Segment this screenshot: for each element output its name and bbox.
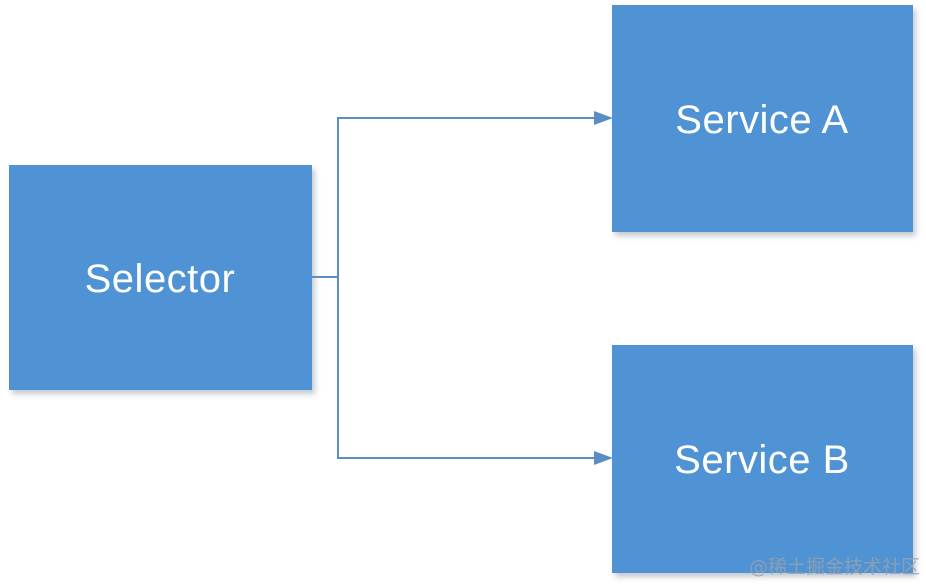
arrowhead-service-b-icon <box>594 451 613 465</box>
arrowhead-service-a-icon <box>594 111 613 125</box>
service-b-node-label: Service B <box>674 438 850 482</box>
watermark: @稀土掘金技术社区 <box>749 556 920 578</box>
selector-node-label: Selector <box>85 257 236 301</box>
service-b-node <box>612 345 913 573</box>
selector-node <box>9 165 312 390</box>
service-a-node-label: Service A <box>675 98 848 142</box>
service-a-node <box>612 5 913 232</box>
